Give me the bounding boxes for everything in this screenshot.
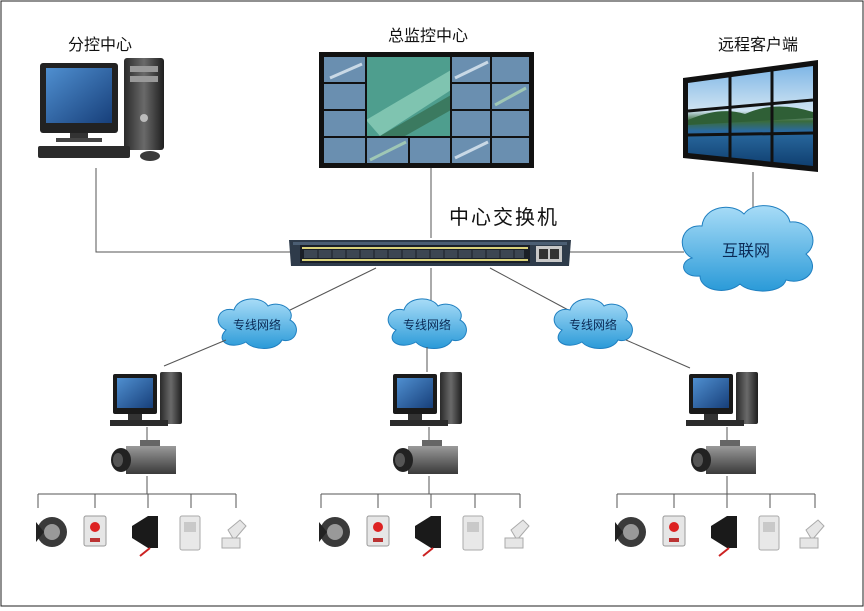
- site-1-motion-detector-icon: [179, 515, 201, 551]
- site-1-alarm-horn-icon: [132, 516, 158, 557]
- site-2-door-contact-icon: [504, 519, 530, 549]
- core-switch-label: 中心交换机: [449, 205, 559, 229]
- site-1-camera-icon: [111, 440, 176, 474]
- site-1-emergency-button-icon: [83, 515, 107, 547]
- site-3-camera-icon: [691, 440, 756, 474]
- internet-cloud-icon: 互联网: [681, 205, 814, 292]
- site-2-camera-icon: [393, 440, 458, 474]
- site-1-door-contact-icon: [221, 519, 247, 549]
- private-net-3-label: 专线网络: [569, 317, 617, 332]
- switch-to-net3-line: [489, 267, 573, 313]
- switch-to-net1-line: [285, 267, 377, 313]
- site-2-motion-detector-icon: [462, 515, 484, 551]
- site-3-door-contact-icon: [799, 519, 825, 549]
- site-3-alarm-horn-icon: [711, 516, 737, 557]
- private-network-cloud-2-icon: 专线网络: [387, 298, 467, 349]
- net3-to-pc3-line: [625, 339, 691, 369]
- private-network-cloud-1-icon: 专线网络: [217, 298, 297, 349]
- site-1-group: [36, 372, 247, 557]
- site-2-emergency-button-icon: [366, 515, 390, 547]
- site-2-siren-icon: [319, 517, 350, 547]
- site-3-motion-detector-icon: [758, 515, 780, 551]
- site-1-pc-icon: [110, 372, 182, 426]
- site-3-siren-icon: [615, 517, 646, 547]
- site-3-emergency-button-icon: [662, 515, 686, 547]
- private-net-1-label: 专线网络: [233, 317, 281, 332]
- core-switch-icon: [289, 240, 571, 266]
- net1-to-pc1-line: [163, 339, 227, 367]
- private-network-cloud-3-icon: 专线网络: [553, 298, 633, 349]
- branch-to-switch-line: [95, 168, 291, 253]
- private-net-2-label: 专线网络: [403, 317, 451, 332]
- site-2-alarm-horn-icon: [415, 516, 441, 557]
- internet-label: 互联网: [722, 241, 770, 260]
- main-center-video-wall-icon: [319, 52, 534, 168]
- branch-center-label: 分控中心: [68, 35, 132, 54]
- main-center-label: 总监控中心: [388, 26, 468, 45]
- site-3-group: [615, 372, 825, 557]
- remote-client-video-wall-icon: [683, 60, 818, 172]
- site-2-group: [319, 372, 530, 557]
- remote-client-label: 远程客户端: [718, 35, 798, 54]
- site-3-pc-icon: [686, 372, 758, 426]
- site-2-pc-icon: [390, 372, 462, 426]
- branch-center-pc-icon: [38, 58, 164, 161]
- site-1-siren-icon: [36, 517, 67, 547]
